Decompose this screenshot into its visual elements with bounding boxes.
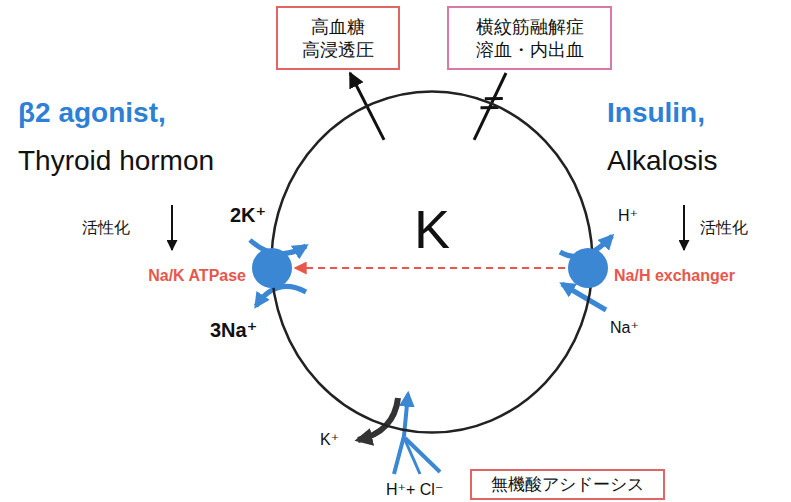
ion-label: H⁺+ Cl⁻ (386, 480, 443, 499)
connector-arrow (474, 73, 506, 140)
drug-name: Insulin, (607, 96, 705, 130)
activation-arrow (171, 205, 173, 250)
box-text: 無機酸アシドーシス (491, 473, 644, 495)
na-efflux-arrow (256, 286, 306, 306)
na-influx-arrow (562, 284, 606, 310)
ion-label: 3Na⁺ (210, 318, 257, 342)
activation-label: 活性化 (82, 218, 130, 237)
ion-label: 2K⁺ (230, 203, 266, 227)
pump-symbol: Na/H exchanger (568, 248, 608, 288)
effect-box: 無機酸アシドーシス (470, 469, 665, 500)
drug-name: β2 agonist, (18, 96, 166, 130)
cl-influx-line (405, 440, 420, 474)
ion-label: Na⁺ (610, 318, 639, 337)
break-mark (485, 97, 503, 100)
ion-label: H⁺ (618, 206, 638, 225)
effect-box: 横紋筋融解症 溶血・内出血 (447, 6, 612, 70)
condition-name: Alkalosis (607, 144, 717, 178)
pump-name: Na/K ATPase (148, 266, 246, 285)
dashed-arrow (295, 267, 565, 269)
hormone-name: Thyroid hormon (18, 144, 214, 178)
pump-name: Na/H exchanger (614, 266, 735, 285)
box-text: 横紋筋融解症 溶血・内出血 (457, 15, 602, 62)
membrane-outline (270, 90, 594, 434)
effect-box: 高血糖 高浸透圧 (276, 6, 400, 70)
activation-label: 活性化 (700, 218, 748, 237)
cell-membrane: K (270, 90, 594, 434)
box-text: 高血糖 高浸透圧 (286, 15, 390, 62)
ion-label: K⁺ (320, 430, 339, 449)
activation-arrow (683, 205, 685, 250)
k-efflux-arrow (358, 398, 398, 440)
membrane-line (272, 92, 593, 433)
pump-symbol: Na/K ATPase (252, 248, 292, 288)
ion-symbol: K (414, 202, 450, 256)
